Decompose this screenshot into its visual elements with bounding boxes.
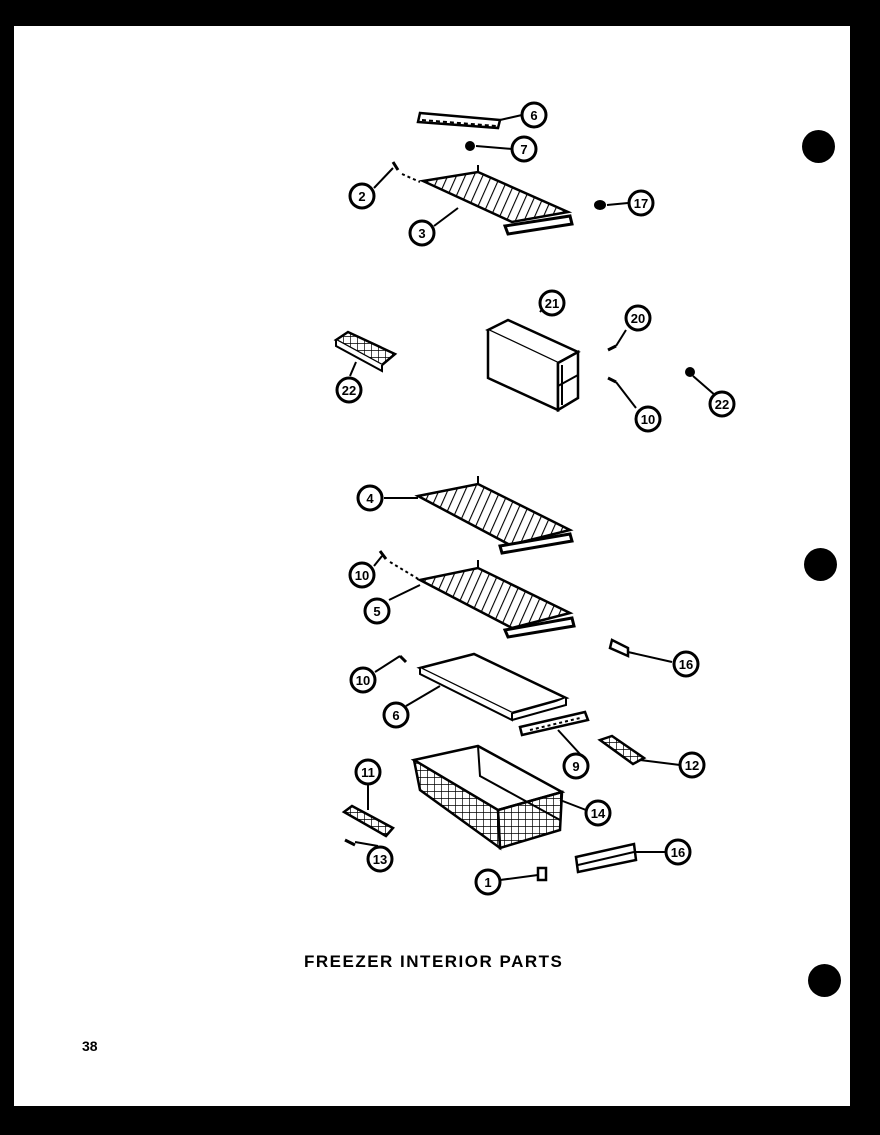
callout-20: 20	[631, 311, 645, 326]
callout-10-a: 10	[641, 412, 655, 427]
callout-circles	[335, 101, 736, 896]
callout-22-a: 22	[342, 383, 356, 398]
callout-6-top: 6	[530, 108, 537, 123]
callout-16-a: 16	[679, 657, 693, 672]
shelf-part-5	[378, 550, 576, 639]
callout-6-lower: 6	[392, 708, 399, 723]
callout-11: 11	[361, 765, 375, 780]
callout-21: 21	[545, 296, 559, 311]
leader-lines	[349, 114, 717, 881]
diagram-sheet: 6 7 2 3 17 21 20 10 22 22 4 10 5 10 6 16…	[14, 26, 850, 1106]
trim-part-9	[518, 710, 590, 737]
shelf-part-3	[391, 111, 607, 236]
callout-14: 14	[591, 806, 606, 821]
exploded-parts-diagram: 6 7 2 3 17 21 20 10 22 22 4 10 5 10 6 16…	[333, 101, 736, 896]
callout-1: 1	[484, 875, 491, 890]
callout-7: 7	[520, 142, 527, 157]
trim-part-16	[574, 842, 638, 874]
callout-10-b: 10	[355, 568, 369, 583]
ice-bin-part-21	[485, 318, 695, 413]
binder-hole-top	[802, 130, 835, 163]
callout-2: 2	[358, 189, 365, 204]
callout-3: 3	[418, 226, 425, 241]
page-number: 38	[82, 1038, 98, 1054]
callout-13: 13	[373, 852, 387, 867]
callout-5: 5	[373, 604, 380, 619]
callout-12: 12	[685, 758, 699, 773]
rail-part-11	[341, 804, 395, 847]
binder-hole-bottom	[808, 964, 841, 997]
callout-10-c: 10	[356, 673, 370, 688]
callout-22-b: 22	[715, 397, 729, 412]
binder-hole-middle	[804, 548, 837, 581]
basket-part-14	[410, 744, 566, 851]
shelf-part-4	[414, 476, 574, 555]
glass-shelf-part-8	[398, 638, 630, 722]
rail-part-12	[597, 734, 647, 766]
callout-16-b: 16	[671, 845, 685, 860]
clip-part-1	[536, 866, 548, 882]
diagram-caption: FREEZER INTERIOR PARTS	[304, 952, 564, 971]
callout-4: 4	[366, 491, 374, 506]
ice-tray-part-22	[333, 330, 398, 373]
callout-9: 9	[572, 759, 579, 774]
callout-17: 17	[634, 196, 648, 211]
